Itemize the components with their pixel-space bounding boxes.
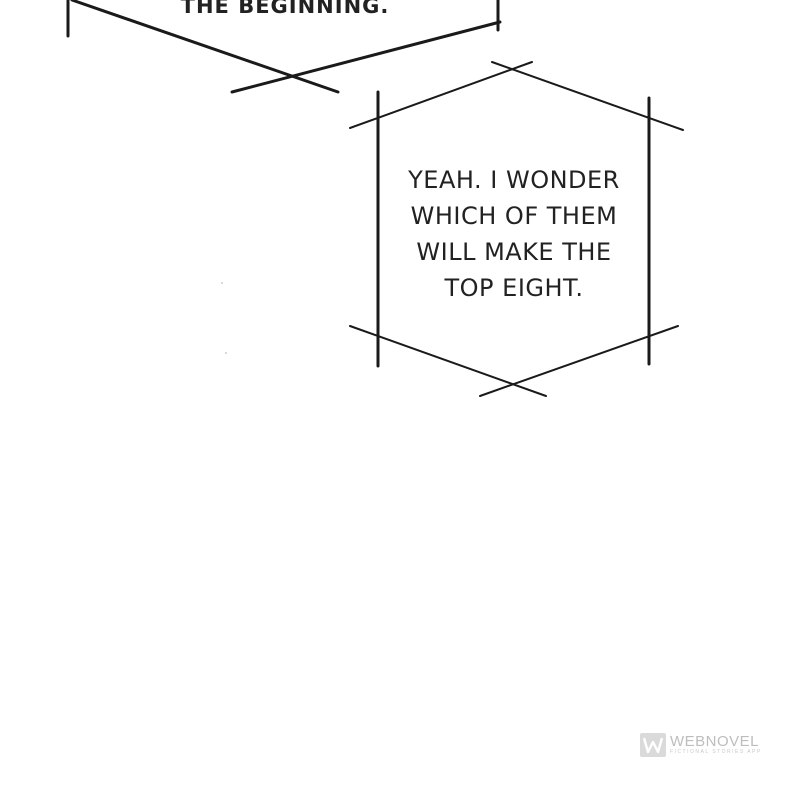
main-bubble-line: WHICH OF THEM — [410, 202, 618, 230]
watermark-tagline: FICTIONAL STORIES APP — [670, 749, 762, 755]
main-bubble-line: TOP EIGHT. — [444, 274, 584, 302]
dust-speck — [225, 352, 227, 354]
main-bubble-text: YEAH. I WONDER WHICH OF THEM WILL MAKE T… — [384, 162, 644, 306]
watermark-brand: WEBNOVEL — [670, 733, 760, 750]
top-speech-bubble-outline — [66, 0, 502, 94]
dust-speck — [221, 282, 223, 284]
watermark-text-group: WEBNOVEL FICTIONAL STORIES APP — [670, 734, 762, 756]
main-bubble-line: WILL MAKE THE — [416, 238, 612, 266]
main-bubble-line: YEAH. I WONDER — [408, 166, 620, 194]
webnovel-watermark: WEBNOVEL FICTIONAL STORIES APP — [640, 730, 770, 760]
top-bubble-text: THE BEGINNING. — [180, 0, 390, 18]
main-speech-bubble-outline — [349, 61, 684, 397]
webnovel-logo-icon — [640, 733, 666, 757]
